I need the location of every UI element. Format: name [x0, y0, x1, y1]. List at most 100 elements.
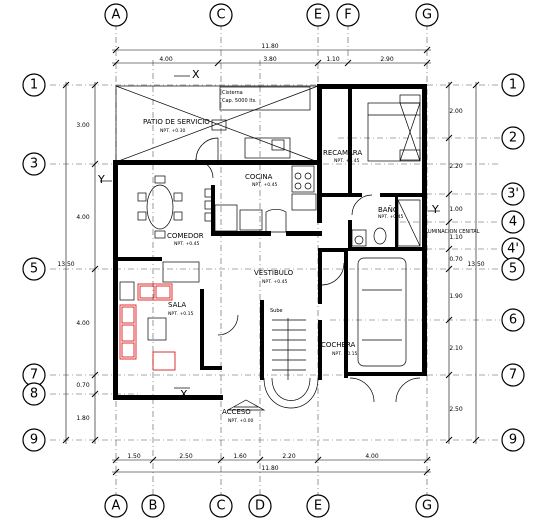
room-sala: SALA NPT. +0.15 [119, 281, 194, 371]
dim-bottom-part-3: 1.60 [233, 453, 247, 460]
dim-right-part-6: 1.90 [449, 293, 463, 300]
room-acceso: ACCESO NPT. +0.00 [222, 399, 266, 424]
cisterna-label: Cisterna [222, 90, 243, 96]
room-npt-cocina: NPT. +0.45 [252, 182, 278, 188]
dim-left-part-5: 1.80 [76, 415, 90, 422]
axis-bubble-bottom-g: G [415, 494, 439, 518]
sofa-top [137, 283, 173, 301]
dim-bottom-part-4: 2.20 [282, 453, 296, 460]
room-npt-patio: NPT. +0.30 [160, 128, 186, 134]
svg-text:A: A [112, 8, 121, 23]
dim-left-part-1: 3.00 [76, 122, 90, 129]
dim-right-part-7: 2.10 [449, 345, 463, 352]
room-name-cochera: COCHERA [321, 341, 356, 349]
room-cocina: COCINA NPT. +0.45 [194, 137, 317, 233]
svg-text:4: 4 [509, 215, 517, 230]
axis-bubble-bottom-b: B [141, 494, 165, 518]
svg-text:1: 1 [509, 78, 517, 93]
left-dimensions: 3.00 4.00 4.00 0.70 1.80 13.50 [57, 81, 99, 444]
svg-text:B: B [149, 499, 158, 514]
room-name-bano: BAÑO [378, 205, 399, 214]
room-comedor: COMEDOR NPT. +0.45 [137, 175, 213, 247]
svg-text:9: 9 [509, 433, 517, 448]
room-npt-acceso: NPT. +0.00 [228, 418, 254, 424]
svg-text:6: 6 [509, 313, 517, 328]
svg-text:2: 2 [509, 131, 517, 146]
room-npt-bano: NPT. +0.45 [378, 214, 404, 220]
room-vestibulo: VESTIBULO NPT. +0.45 [162, 261, 345, 336]
axis-bubble-top-e: E [306, 3, 330, 27]
axis-bubble-right-4p: 4' [501, 237, 525, 261]
dim-left-total: 13.50 [57, 261, 74, 268]
section-y-left: Y [97, 173, 105, 186]
dim-top-part-2: 3.80 [263, 56, 277, 63]
dim-right-part-8: 2.50 [449, 406, 463, 413]
axis-bubble-right-7: 7 [501, 363, 525, 387]
dim-top-part-3: 1.10 [326, 56, 340, 63]
dim-right-part-2: 2.20 [449, 163, 463, 170]
axis-bubble-right-4: 4 [501, 210, 525, 234]
section-marks: X X Y Y [97, 68, 440, 401]
stair-label: Sube [270, 308, 283, 314]
dim-top-part-1: 4.00 [159, 56, 173, 63]
section-y-right: Y [431, 203, 439, 216]
axis-bubble-right-9: 9 [501, 428, 525, 452]
axis-bubble-right-3p: 3' [501, 182, 525, 206]
svg-text:4': 4' [507, 242, 519, 257]
right-dimensions: 2.00 2.20 1.00 1.10 0.70 1.90 2.10 2.50 … [445, 81, 485, 444]
svg-text:3': 3' [507, 187, 519, 202]
room-name-comedor: COMEDOR [167, 232, 204, 240]
axis-bubble-left-9: 9 [22, 428, 46, 452]
iluminacion-cenital-label: ILUMINACION CENITAL [424, 229, 480, 235]
room-npt-comedor: NPT. +0.45 [174, 241, 200, 247]
room-name-vestibulo: VESTIBULO [254, 269, 294, 277]
room-patio-de-servicio: PATIO DE SERVICIO NPT. +0.30 Cisterna Ca… [143, 90, 257, 161]
axis-bubble-left-1: 1 [22, 73, 46, 97]
room-npt-vestibulo: NPT. +0.45 [262, 279, 288, 285]
svg-text:1: 1 [30, 78, 38, 93]
room-name-sala: SALA [168, 301, 186, 309]
dim-bottom-total: 11.80 [261, 465, 278, 472]
axis-bubble-bottom-e: E [306, 494, 330, 518]
svg-text:3: 3 [30, 157, 38, 172]
room-bano: BAÑO NPT. +0.45 ILUMINACION CENITAL [351, 199, 480, 247]
axis-bubble-right-2: 2 [501, 126, 525, 150]
dim-bottom-part-2: 2.50 [179, 453, 193, 460]
svg-text:9: 9 [30, 433, 38, 448]
dim-right-total: 13.50 [467, 261, 484, 268]
svg-text:A: A [112, 499, 121, 514]
room-name-acceso: ACCESO [222, 408, 251, 416]
dim-left-part-4: 0.70 [76, 382, 90, 389]
svg-text:E: E [314, 499, 322, 514]
axis-bubble-top-a: A [104, 3, 128, 27]
svg-text:E: E [314, 8, 322, 23]
section-x-top: X [192, 68, 200, 81]
svg-text:5: 5 [30, 262, 38, 277]
dim-right-part-3: 1.00 [449, 206, 463, 213]
svg-text:C: C [216, 8, 225, 23]
svg-text:D: D [255, 499, 265, 514]
armchair [152, 351, 176, 371]
walls [113, 84, 427, 400]
dim-top-part-4: 2.90 [380, 56, 394, 63]
room-npt-recamara: NPT. +0.45 [334, 158, 360, 164]
svg-text:8: 8 [30, 387, 38, 402]
bottom-dimensions: 1.50 2.50 1.60 2.20 4.00 11.80 [112, 453, 431, 476]
svg-text:7: 7 [30, 368, 38, 383]
stair: Sube [263, 308, 319, 409]
axis-bubble-top-g: G [415, 3, 439, 27]
svg-text:G: G [422, 8, 432, 23]
cisterna-capacity: Cap. 5000 lts. [222, 98, 257, 104]
room-name-recamara: RECAMARA [323, 149, 362, 157]
room-name-cocina: COCINA [245, 173, 273, 181]
access-arrow-icon [226, 399, 266, 411]
room-recamara: RECAMARA NPT. +0.45 [323, 94, 421, 216]
sofa-left [119, 304, 137, 360]
axis-bubble-left-5: 5 [22, 257, 46, 281]
svg-text:F: F [344, 8, 351, 23]
axis-bubble-left-8: 8 [22, 382, 46, 406]
axis-bubble-top-c: C [209, 3, 233, 27]
room-npt-cochera: NPT. +0.15 [332, 351, 358, 357]
svg-text:G: G [422, 499, 432, 514]
svg-text:5: 5 [509, 262, 517, 277]
